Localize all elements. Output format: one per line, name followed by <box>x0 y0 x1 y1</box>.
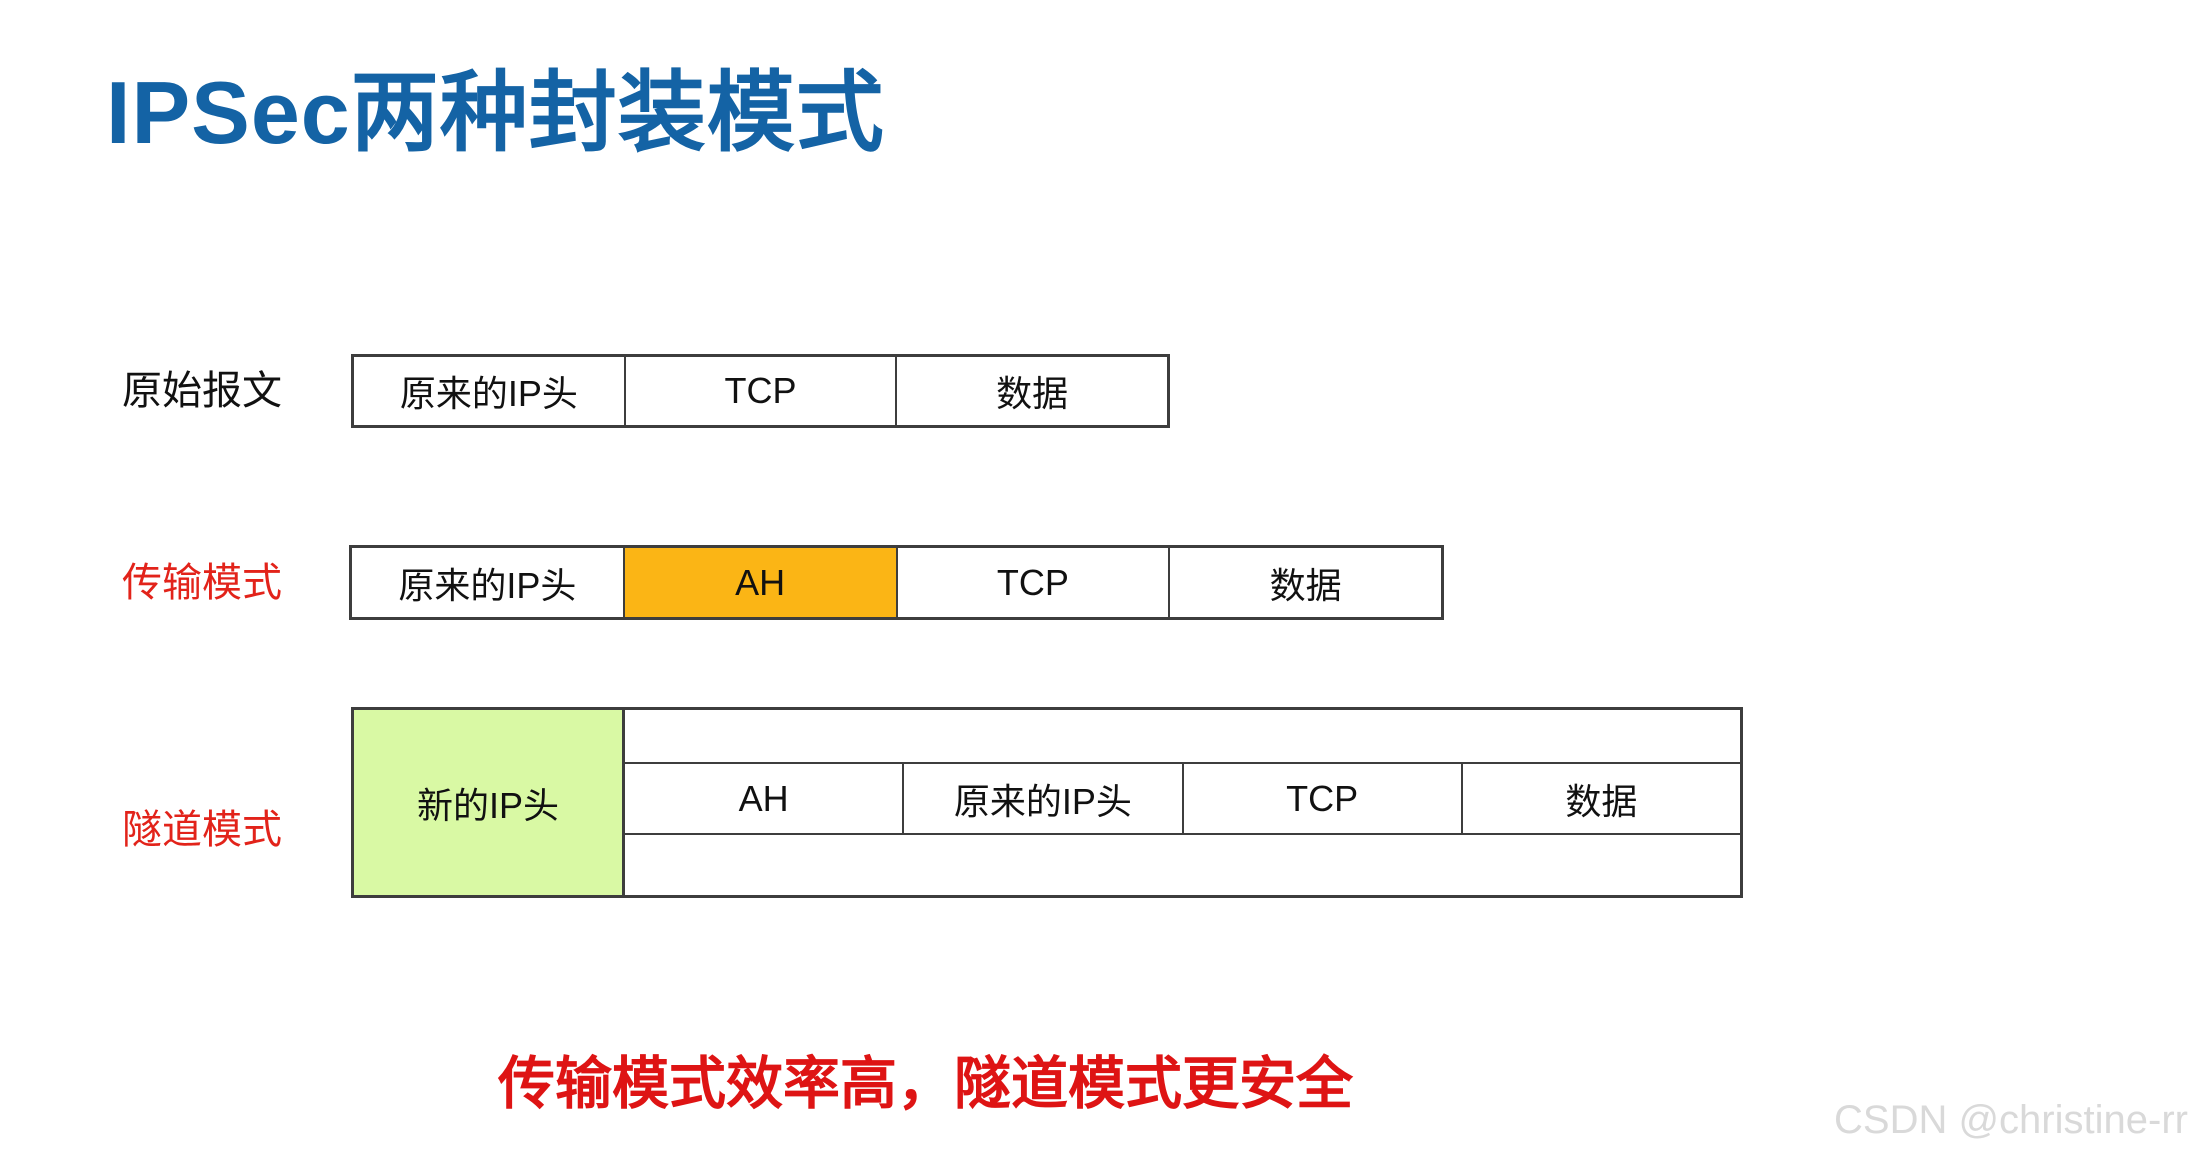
cell-data: 数据 <box>895 357 1168 425</box>
row-label-transport-mode: 传输模式 <box>122 561 282 605</box>
packet-diagram-tunnel: AH 原来的IP头 TCP 数据 <box>622 707 1743 898</box>
row-label-original-packet: 原始报文 <box>122 369 282 413</box>
row-label-tunnel-mode: 隧道模式 <box>122 808 282 852</box>
cell-tcp: TCP <box>895 548 1169 617</box>
cell-data: 数据 <box>1460 764 1740 833</box>
cell-original-ip-header: 原来的IP头 <box>352 548 623 617</box>
tunnel-top-strip <box>625 710 1740 762</box>
cell-tcp: TCP <box>623 357 896 425</box>
cell-ah-header: AH <box>622 548 896 617</box>
conclusion-text: 传输模式效率高，隧道模式更安全 <box>498 1052 1353 1116</box>
cell-ah-header: AH <box>625 764 903 833</box>
tunnel-bottom-strip <box>625 835 1740 895</box>
tunnel-inner-packet: AH 原来的IP头 TCP 数据 <box>625 762 1740 835</box>
cell-original-ip-header: 原来的IP头 <box>354 357 624 425</box>
packet-diagram-transport: 原来的IP头 AH TCP 数据 <box>349 545 1444 620</box>
cell-data: 数据 <box>1168 548 1441 617</box>
page-title: IPSec两种封装模式 <box>106 63 885 162</box>
cell-new-ip-header: 新的IP头 <box>351 707 625 898</box>
watermark-text: CSDN @christine-rr <box>1834 1098 2188 1142</box>
cell-original-ip-header: 原来的IP头 <box>902 764 1182 833</box>
cell-tcp: TCP <box>1181 764 1461 833</box>
packet-diagram-original: 原来的IP头 TCP 数据 <box>351 354 1170 428</box>
